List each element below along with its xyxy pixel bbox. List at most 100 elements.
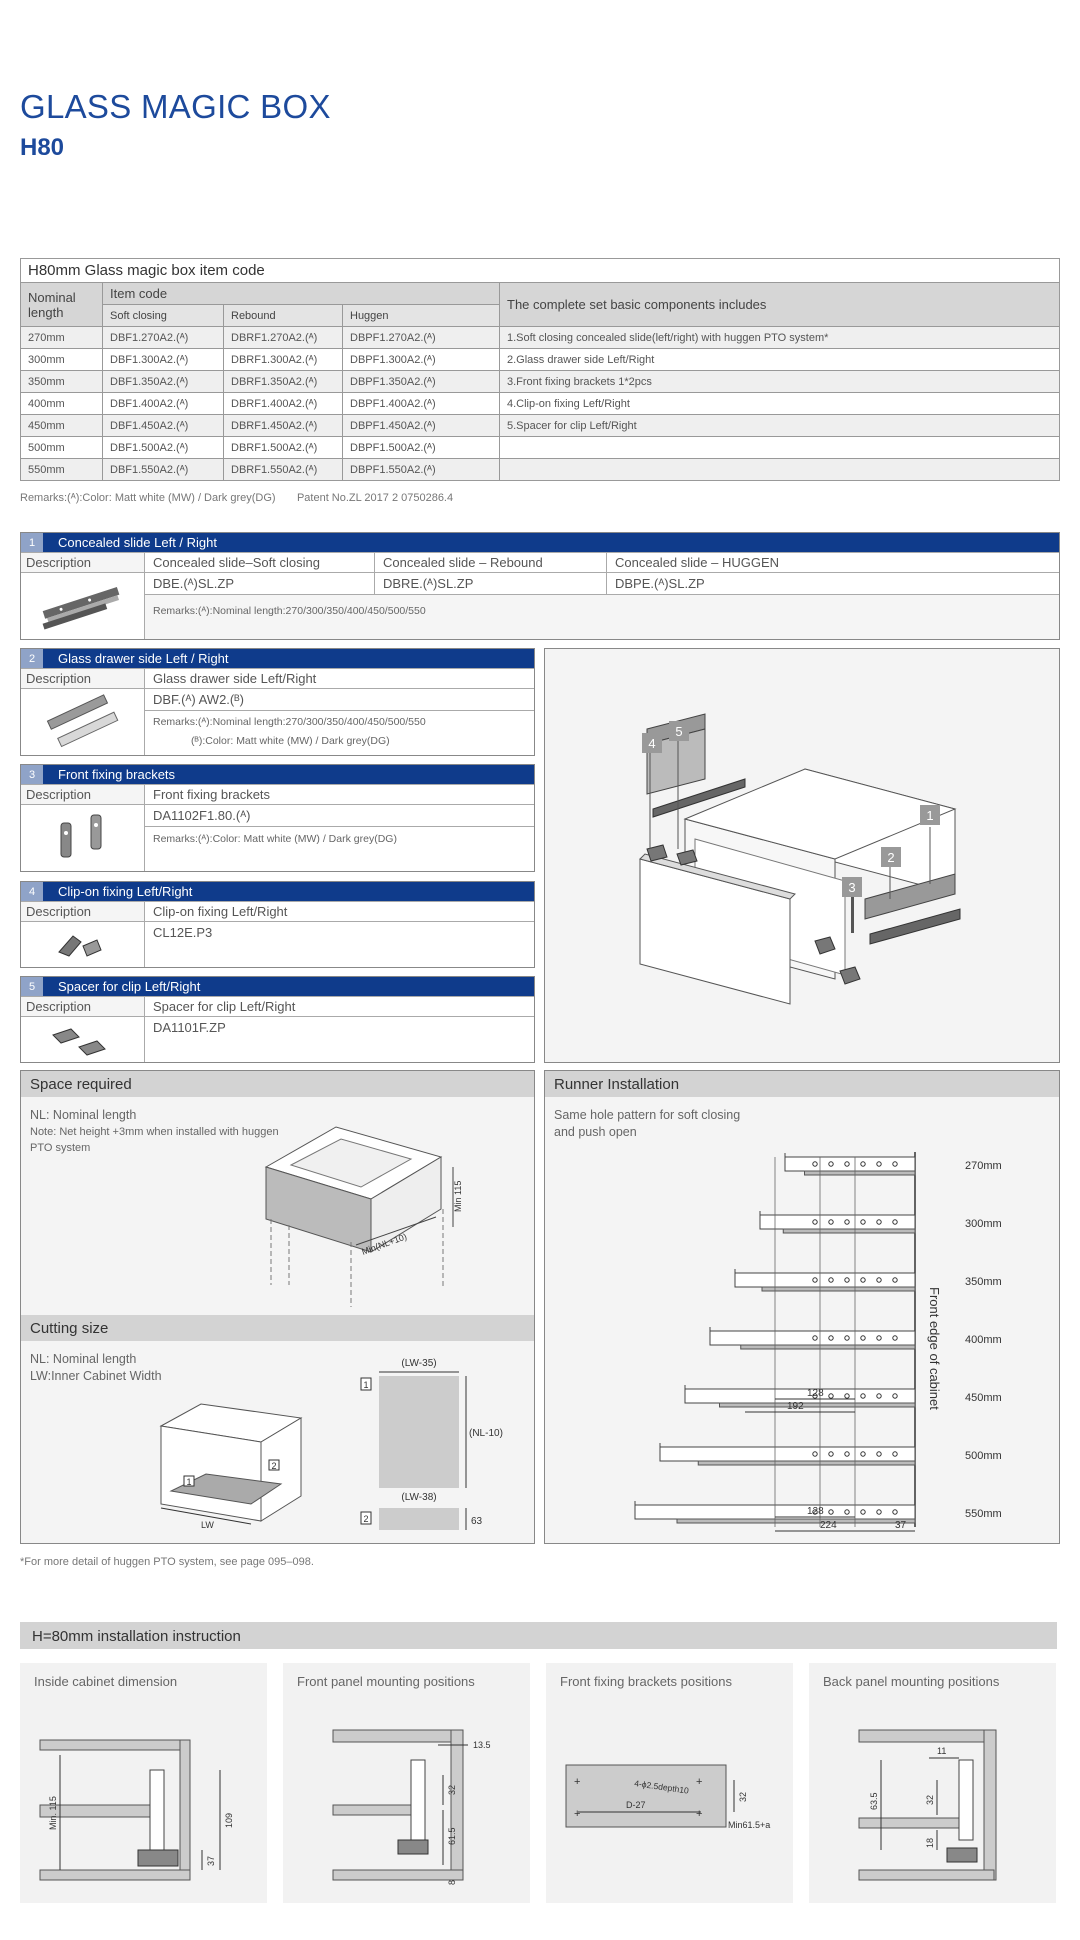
runner-hole	[828, 1161, 834, 1167]
section-number: 4	[21, 882, 43, 901]
card-title: Front fixing brackets positions	[560, 1674, 732, 1689]
runner-hole	[844, 1509, 850, 1515]
dim-label: 32	[738, 1792, 748, 1802]
section-title: Concealed slide Left / Right	[58, 535, 217, 550]
dim-label: Min61.5+a	[728, 1820, 770, 1830]
cutting-panels-drawing: (LW-35) 1 (NL-10) (LW-38) 2 63	[360, 1358, 503, 1530]
callout-box	[642, 733, 662, 753]
sub-huggen: Huggen	[342, 304, 500, 327]
code-huggen: DBPE.(ᴬ)SL.ZP	[615, 576, 705, 591]
section-header: Front fixing brackets	[153, 787, 271, 802]
table-cell-rebound: DBRF1.300A2.(ᴬ)	[223, 348, 343, 371]
clip-on-image	[21, 922, 145, 967]
card-back-panel: Back panel mounting positions 11 63.5 32…	[809, 1663, 1056, 1903]
runner-installation-panel: Runner Installation Same hole pattern fo…	[544, 1070, 1060, 1544]
panel-label: 1	[363, 1380, 368, 1390]
dim-label: 11	[937, 1746, 946, 1756]
table-cell-comp: 5.Spacer for clip Left/Right	[499, 414, 1060, 437]
table-cell-soft: DBF1.400A2.(ᴬ)	[102, 392, 224, 415]
header-rebound: Concealed slide – Rebound	[375, 553, 607, 572]
dim-label: 109	[224, 1813, 234, 1828]
dim-224-label: 224	[820, 1520, 837, 1531]
table-cell-huggen: DBPF1.400A2.(ᴬ)	[342, 392, 500, 415]
table-cell-comp	[499, 458, 1060, 481]
runner-rail-lower	[719, 1402, 916, 1408]
runner-hole	[812, 1277, 818, 1283]
section-title: Spacer for clip Left/Right	[58, 979, 201, 994]
nl10-label: (NL-10)	[469, 1428, 503, 1439]
table-cell-huggen: DBPF1.550A2.(ᴬ)	[342, 458, 500, 481]
section-remark-2: (ᴮ):Color: Matt white (MW) / Dark grey(D…	[191, 735, 390, 747]
card-title: Back panel mounting positions	[823, 1674, 1000, 1689]
inside-cabinet-drawing: Min. 115 109 37	[39, 1739, 234, 1881]
runner-hole	[860, 1393, 866, 1399]
cutting-cabinet-drawing: 1 2 LW	[159, 1403, 303, 1530]
runner-rail	[759, 1214, 916, 1230]
runner-hole	[812, 1219, 818, 1225]
table-cell-len: 270mm	[20, 326, 103, 349]
header-soft-closing: Concealed slide–Soft closing	[145, 553, 375, 572]
space-and-cutting-panel: Space required NL: Nominal length Note: …	[20, 1070, 535, 1544]
runner-hole	[844, 1219, 850, 1225]
runner-rail-lower	[740, 1344, 916, 1350]
dim-label: 32	[925, 1795, 935, 1805]
lw-label: LW	[201, 1520, 214, 1530]
installation-instruction-title: H=80mm installation instruction	[20, 1622, 1057, 1649]
cutting-box-label: 2	[271, 1461, 276, 1471]
runner-hole	[844, 1277, 850, 1283]
runner-hole	[876, 1161, 882, 1167]
header-huggen: Concealed slide – HUGGEN	[615, 555, 780, 570]
description-label: Description	[21, 997, 145, 1016]
table-remarks: Remarks:(ᴬ):Color: Matt white (MW) / Dar…	[20, 492, 454, 504]
runner-hole	[844, 1451, 850, 1457]
section-title: Clip-on fixing Left/Right	[58, 884, 193, 899]
table-caption: H80mm Glass magic box item code	[20, 258, 1060, 283]
table-cell-rebound: DBRF1.270A2.(ᴬ)	[223, 326, 343, 349]
runner-installation-title: Runner Installation	[545, 1071, 1059, 1097]
table-cell-comp: 3.Front fixing brackets 1*2pcs	[499, 370, 1060, 393]
page-title: GLASS MAGIC BOX	[20, 88, 331, 125]
table-cell-rebound: DBRF1.450A2.(ᴬ)	[223, 414, 343, 437]
runner-size-label: 300mm	[965, 1218, 1002, 1230]
dim-37-label: 37	[895, 1520, 907, 1531]
space-required-title: Space required	[21, 1071, 534, 1097]
runner-size-label: 550mm	[965, 1508, 1002, 1520]
runner-hole	[860, 1451, 866, 1457]
description-label: Description	[21, 669, 145, 688]
description-label: Description	[21, 553, 145, 572]
runner-hole	[812, 1335, 818, 1341]
table-cell-len: 550mm	[20, 458, 103, 481]
card-inside-cabinet: Inside cabinet dimension Min. 115 109 37	[20, 1663, 267, 1903]
table-cell-soft: DBF1.550A2.(ᴬ)	[102, 458, 224, 481]
runner-hole	[860, 1161, 866, 1167]
runner-note-2: and push open	[554, 1125, 637, 1139]
front-panel-drawing: 13.5 32 61.5 8	[332, 1729, 491, 1885]
runner-hole	[828, 1451, 834, 1457]
table-cell-comp: 4.Clip-on fixing Left/Right	[499, 392, 1060, 415]
cutting-nl-note: NL: Nominal length	[30, 1352, 137, 1366]
table-cell-rebound: DBRF1.550A2.(ᴬ)	[223, 458, 343, 481]
runner-hole	[876, 1393, 882, 1399]
runner-note-1: Same hole pattern for soft closing	[554, 1108, 741, 1122]
table-cell-huggen: DBPF1.270A2.(ᴬ)	[342, 326, 500, 349]
dim-label: D-27	[626, 1800, 646, 1810]
section-code: DA1101F.ZP	[153, 1020, 226, 1035]
runner-hole	[844, 1161, 850, 1167]
section-number: 2	[21, 649, 43, 668]
callout-label: 4	[648, 736, 655, 751]
runner-hole	[892, 1161, 898, 1167]
section-number: 3	[21, 765, 43, 784]
section-number: 5	[21, 977, 43, 996]
section-title: Front fixing brackets	[58, 767, 176, 782]
footnote: *For more detail of huggen PTO system, s…	[20, 1556, 314, 1568]
runner-rail-lower	[782, 1228, 916, 1234]
table-cell-huggen: DBPF1.300A2.(ᴬ)	[342, 348, 500, 371]
runner-hole	[844, 1393, 850, 1399]
